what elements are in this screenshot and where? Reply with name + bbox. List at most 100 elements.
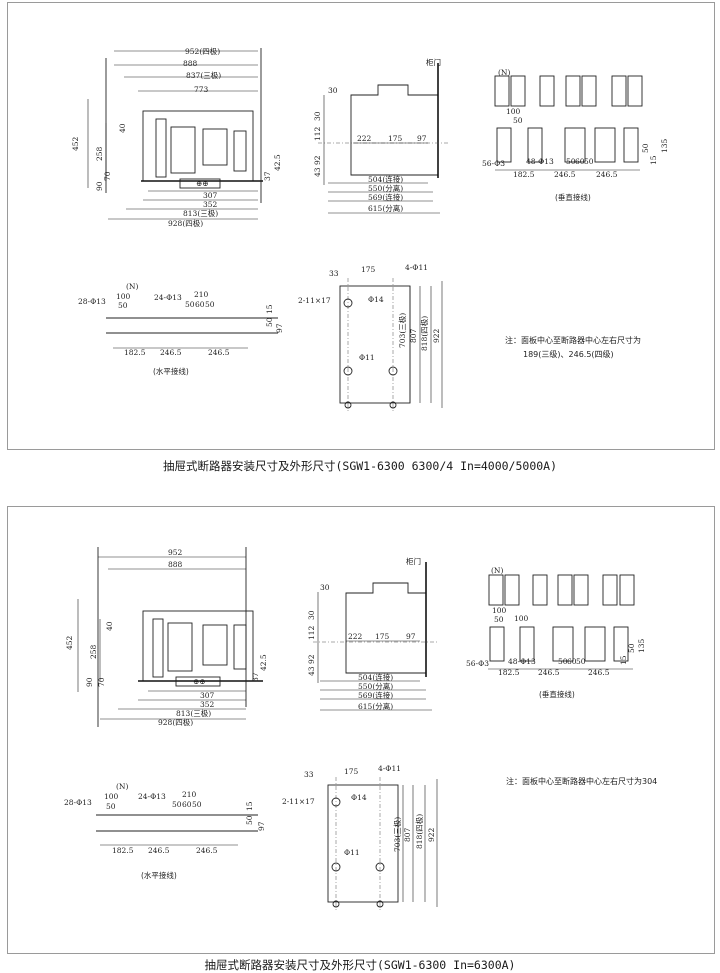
side-view: 柜门 30 30 112 92 43 222 175 97 504(连接) 55… (313, 57, 448, 214)
dim-label: 50 (513, 116, 523, 125)
dim-label: 2-11×17 (298, 296, 331, 305)
dim-label: 90 (85, 677, 94, 687)
dim-label: 175 (344, 767, 359, 776)
dim-label: 504(连接) (358, 672, 393, 682)
view-title: (垂直接线) (539, 689, 575, 699)
dim-label: Φ14 (368, 295, 384, 304)
dim-label: 92 (313, 155, 322, 165)
dim-label: 569(连接) (368, 192, 403, 202)
dim-label: 352 (203, 200, 218, 209)
dim-label: 15 (619, 655, 628, 665)
dim-label: 952 (168, 548, 183, 557)
dim-label: 100 (514, 614, 529, 623)
dim-label: 43 (313, 167, 322, 177)
dim-label: 922 (427, 827, 436, 842)
dim-label: 452 (65, 635, 74, 650)
dim-label: 703(三极) (392, 817, 402, 852)
dim-label: 48-Φ13 (526, 157, 554, 166)
dim-label: 504(连接) (368, 174, 403, 184)
dim-label: 182.5 (513, 170, 535, 179)
dim-label: (N) (498, 68, 510, 77)
drawing-caption: 抽屉式断路器安装尺寸及外形尺寸(SGW1-6300 In=6300A) (204, 958, 516, 972)
dim-label: 60 (195, 300, 205, 309)
dim-label: 100 (104, 792, 119, 801)
dim-label: 773 (194, 85, 209, 94)
dim-label: 246.5 (554, 170, 576, 179)
dim-label: 210 (194, 290, 209, 299)
note-text: 注：面板中心至断路器中心左右尺寸为304 (506, 775, 716, 789)
dim-label: 703(三极) (397, 313, 407, 348)
dim-label: 222 (348, 632, 363, 641)
terminal-symbol: ⊕⊕ (196, 179, 209, 188)
dim-label: 30 (313, 111, 322, 121)
vertical-connection-view: (N) 100 50 56-Φ3 48-Φ13 182.5 246.5 246.… (482, 68, 669, 202)
dim-label: 50 (205, 300, 215, 309)
breaker-module (152, 618, 164, 678)
breaker-module (155, 118, 167, 178)
dim-label: 60 (575, 157, 585, 166)
dim-label: 50 (172, 800, 182, 809)
dim-label: 30 (307, 610, 316, 620)
dim-label: 246.5 (538, 668, 560, 677)
dim-label: 928(四极) (168, 218, 203, 228)
dim-label: 56-Φ3 (466, 659, 489, 668)
dim-label: (N) (491, 566, 503, 575)
side-view: 柜门 30 30 112 92 43 222 175 97 504(连接) 55… (307, 556, 438, 711)
dim-label: 888 (183, 59, 198, 68)
dim-label: 50 (494, 615, 504, 624)
dim-label: 97 (406, 632, 416, 641)
dim-label: 175 (388, 134, 403, 143)
dim-label: 175 (361, 265, 376, 274)
dim-label: 246.5 (148, 846, 170, 855)
dim-label: 246.5 (208, 348, 230, 357)
dim-label: 33 (329, 269, 339, 278)
terminal-block (175, 676, 221, 687)
dim-label: 550(分离) (368, 183, 403, 193)
dim-label: 15 (245, 801, 254, 811)
dim-label: 818(四极) (419, 316, 429, 351)
dim-label: 246.5 (196, 846, 218, 855)
dim-label: 246.5 (160, 348, 182, 357)
front-view: 952 888 452 258 70 90 40 42.5 37 ⊕⊕ 307 … (65, 547, 268, 727)
dim-label: 42.5 (259, 654, 268, 671)
breaker-body (142, 110, 254, 182)
terminal-block (179, 178, 221, 189)
dim-label: 4-Φ11 (405, 263, 428, 272)
dim-label: 569(连接) (358, 690, 393, 700)
dim-label: 43 (307, 666, 316, 676)
view-title: (水平接线) (141, 870, 177, 880)
dim-label: 307 (200, 691, 215, 700)
dim-label: 37 (263, 171, 272, 181)
drawing-2: 952 888 452 258 70 90 40 42.5 37 ⊕⊕ 307 … (64, 547, 646, 912)
breaker-module (167, 622, 193, 672)
dim-label: 50 (566, 157, 576, 166)
dim-label: 28-Φ13 (64, 798, 92, 807)
dim-label: 24-Φ13 (138, 792, 166, 801)
dim-label: 30 (328, 86, 338, 95)
dim-label: 33 (304, 770, 314, 779)
dim-label: 352 (200, 700, 215, 709)
dim-label: 50 (106, 802, 116, 811)
breaker-body (142, 610, 254, 682)
dim-label: 222 (357, 134, 372, 143)
dim-label: 15 (649, 155, 658, 165)
note-line: 注：面板中心至断路器中心左右尺寸为 (505, 336, 641, 345)
dim-label: 175 (375, 632, 390, 641)
dim-label: 100 (116, 292, 131, 301)
dim-label: 100 (506, 107, 521, 116)
dim-label: 615(分离) (368, 203, 403, 213)
dim-label: 100 (492, 606, 507, 615)
dim-label: 135 (637, 638, 646, 653)
door-label: 柜门 (426, 57, 441, 67)
dim-label: 182.5 (124, 348, 146, 357)
side-body (350, 84, 439, 176)
dim-label: 50 (627, 643, 636, 653)
door-label: 柜门 (406, 556, 421, 566)
dim-label: 42.5 (273, 154, 282, 171)
dim-label: 70 (97, 677, 106, 687)
dim-label: Φ11 (359, 353, 375, 362)
dim-label: (N) (126, 282, 138, 291)
dim-label: 50 (558, 657, 568, 666)
dim-label: 24-Φ13 (154, 293, 182, 302)
dim-label: 112 (313, 126, 322, 141)
